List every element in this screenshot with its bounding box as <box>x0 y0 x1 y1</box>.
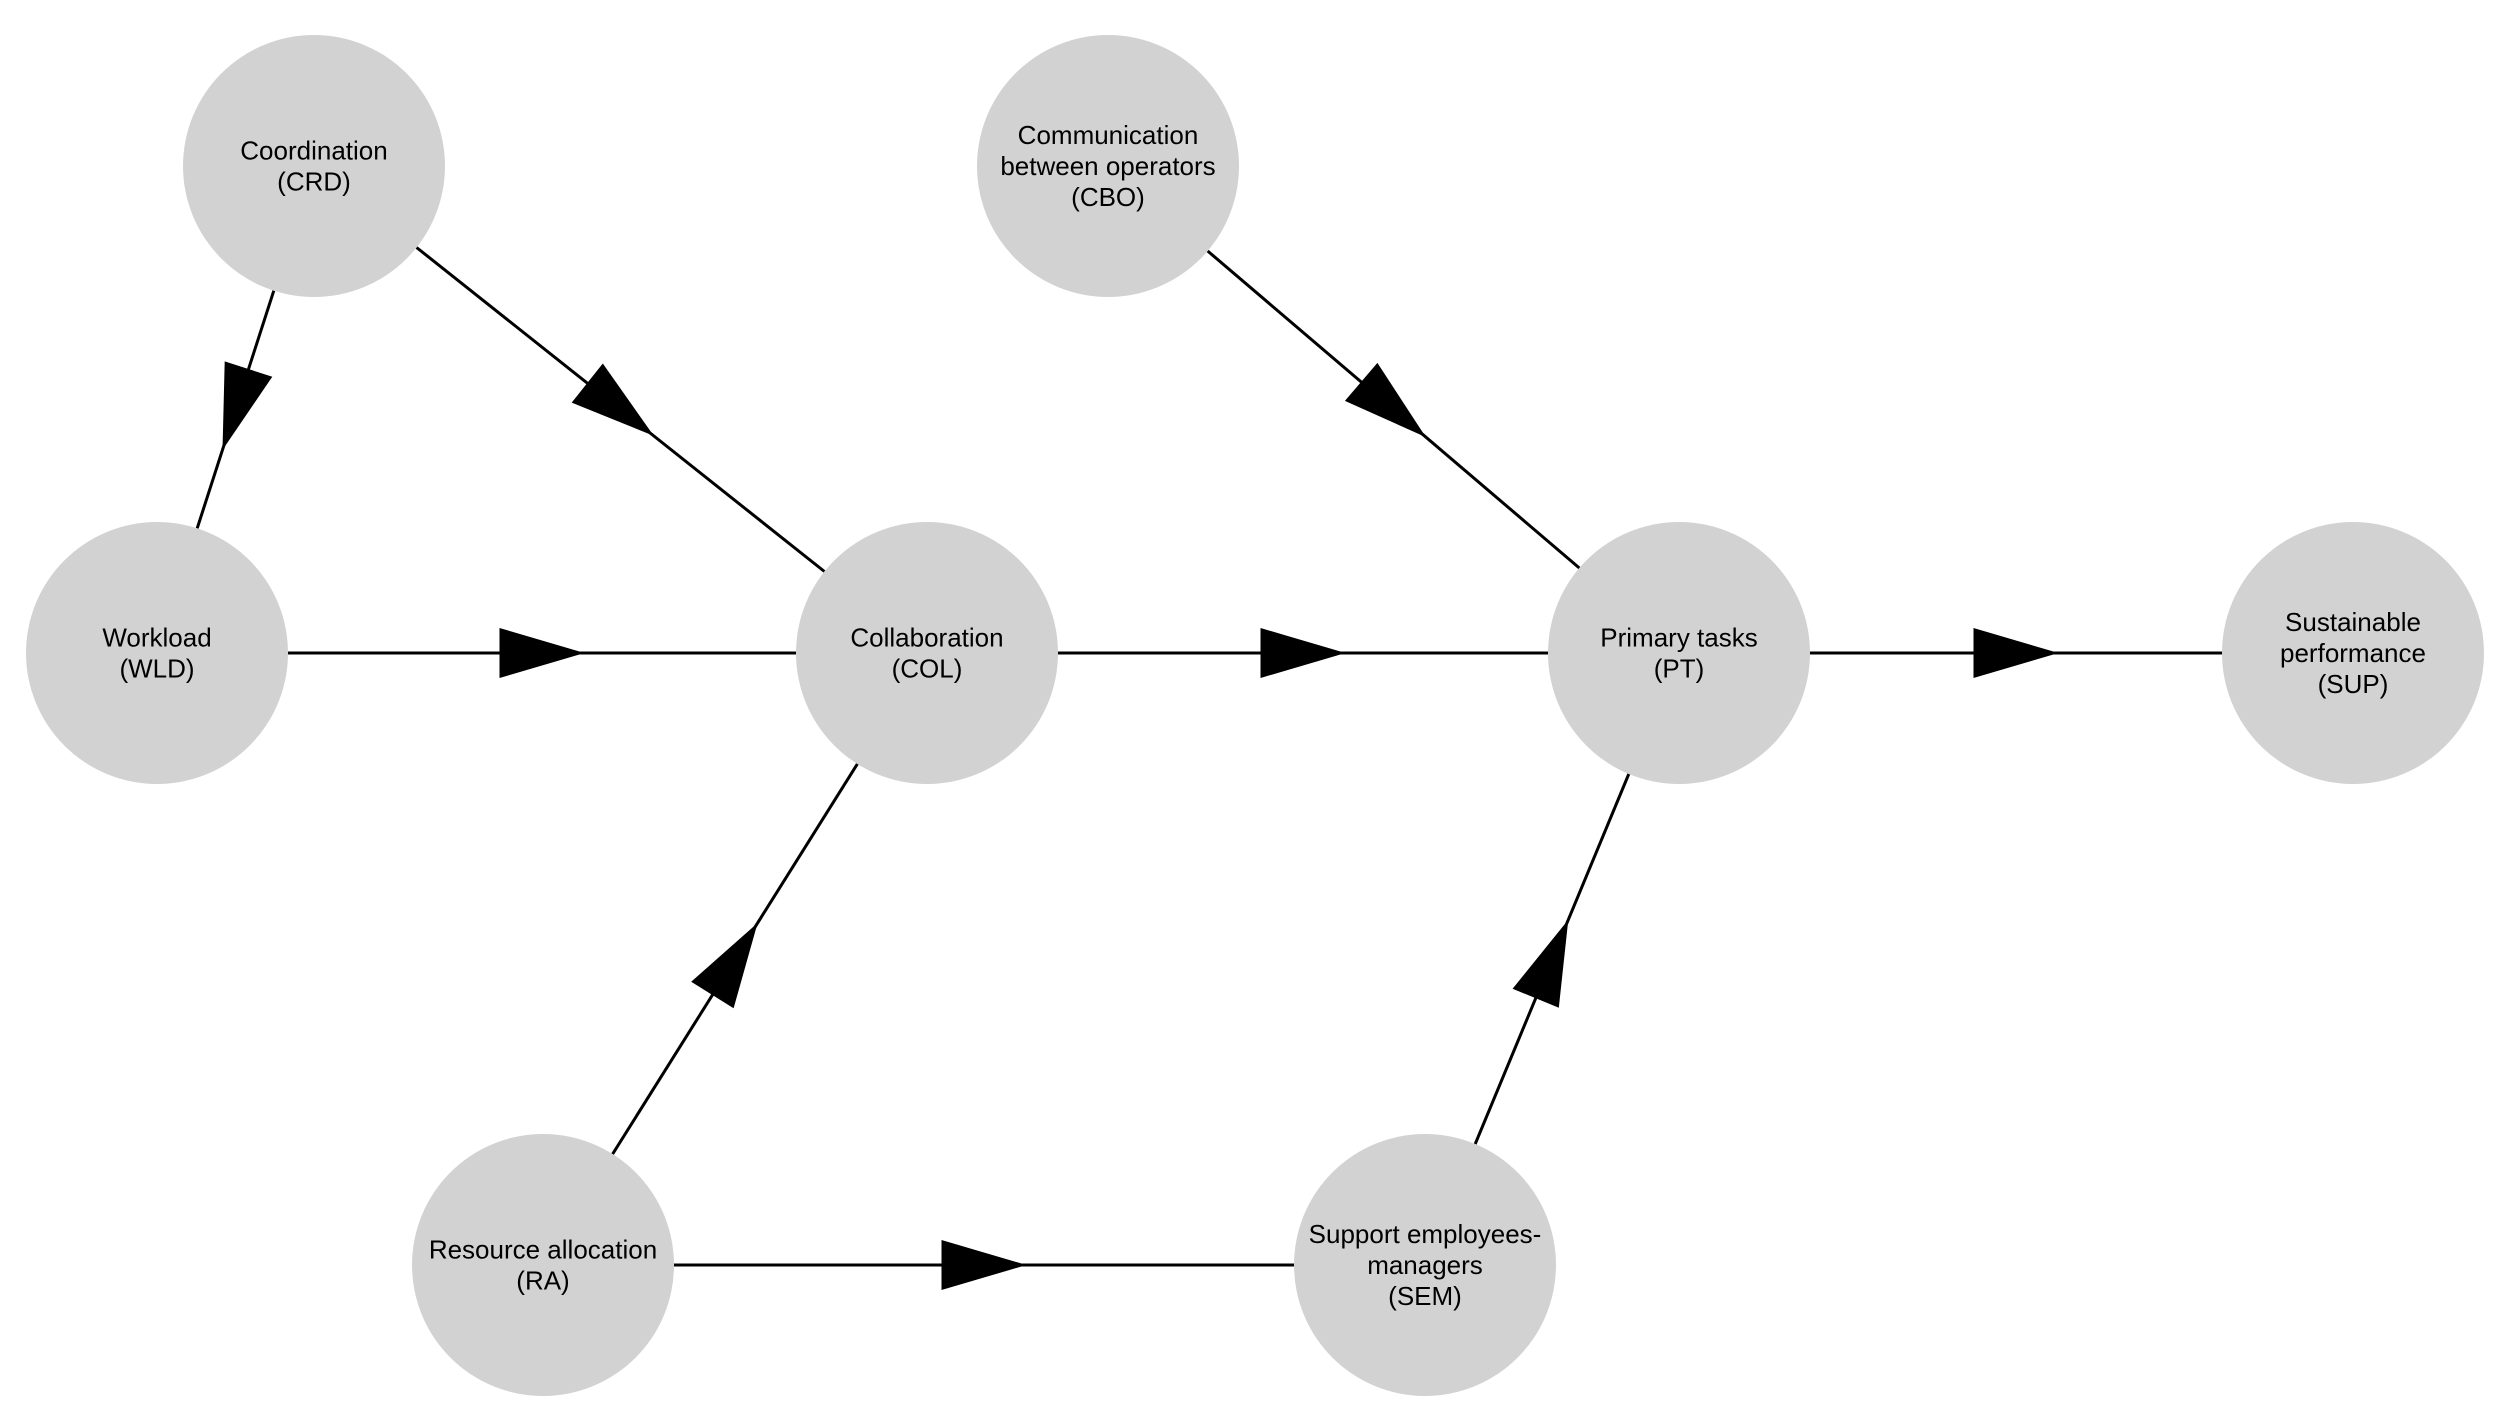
node-label-line: Resource allocation <box>429 1235 657 1265</box>
node-circle <box>1294 1134 1556 1396</box>
edge-cbo-pt <box>1206 249 1581 570</box>
edge-ra-col <box>611 763 859 1155</box>
node-pt: Primary tasks(PT) <box>1548 522 1810 784</box>
node-label-line: (CRD) <box>277 167 351 197</box>
node-label-line: (COL) <box>892 654 963 684</box>
arrowhead <box>1260 628 1346 678</box>
node-sem: Support employees-managers(SEM) <box>1294 1134 1556 1396</box>
node-label-line: performance <box>2280 638 2426 668</box>
node-col: Collaboration(COL) <box>796 522 1058 784</box>
node-crd: Coordination(CRD) <box>183 35 445 297</box>
edge-col-pt <box>1058 628 1548 678</box>
node-circle <box>796 522 1058 784</box>
node-label-line: Sustainable <box>2285 607 2421 637</box>
edge-crd-col <box>415 246 826 573</box>
edge-pt-sup <box>1810 628 2222 678</box>
node-circle <box>2222 522 2484 784</box>
node-label-line: Support employees- <box>1309 1219 1542 1249</box>
arrowhead <box>222 361 273 450</box>
node-circle <box>977 35 1239 297</box>
node-label-line: managers <box>1367 1250 1483 1280</box>
edges <box>195 246 2222 1290</box>
node-label-line: (SEM) <box>1388 1281 1462 1311</box>
node-wld: Workload(WLD) <box>26 522 288 784</box>
arrowhead <box>499 628 585 678</box>
node-label-line: (CBO) <box>1071 182 1145 212</box>
arrowhead <box>941 1240 1027 1290</box>
node-label-line: (WLD) <box>119 654 194 684</box>
node-ra: Resource allocation(RA) <box>412 1134 674 1396</box>
node-label-line: Collaboration <box>850 623 1003 653</box>
edge-crd-wld <box>195 290 276 529</box>
node-label-line: (PT) <box>1654 654 1705 684</box>
arrowhead <box>691 923 758 1009</box>
arrowhead <box>571 363 654 436</box>
edge-wld-col <box>288 628 796 678</box>
edge-sem-pt <box>1473 773 1631 1145</box>
node-circle <box>1548 522 1810 784</box>
node-label-line: between operators <box>1000 151 1215 181</box>
node-label-line: Workload <box>102 623 211 653</box>
node-circle <box>412 1134 674 1396</box>
node-label-line: (RA) <box>516 1266 569 1296</box>
node-label-line: Communication <box>1018 120 1199 150</box>
node-circle <box>183 35 445 297</box>
arrowhead <box>1512 919 1569 1008</box>
node-circle <box>26 522 288 784</box>
node-label-line: (SUP) <box>2318 669 2389 699</box>
arrowhead <box>1973 628 2059 678</box>
node-label-line: Primary tasks <box>1600 623 1757 653</box>
arrowhead <box>1344 362 1426 438</box>
edge-ra-sem <box>674 1240 1294 1290</box>
node-label-line: Coordination <box>240 136 387 166</box>
